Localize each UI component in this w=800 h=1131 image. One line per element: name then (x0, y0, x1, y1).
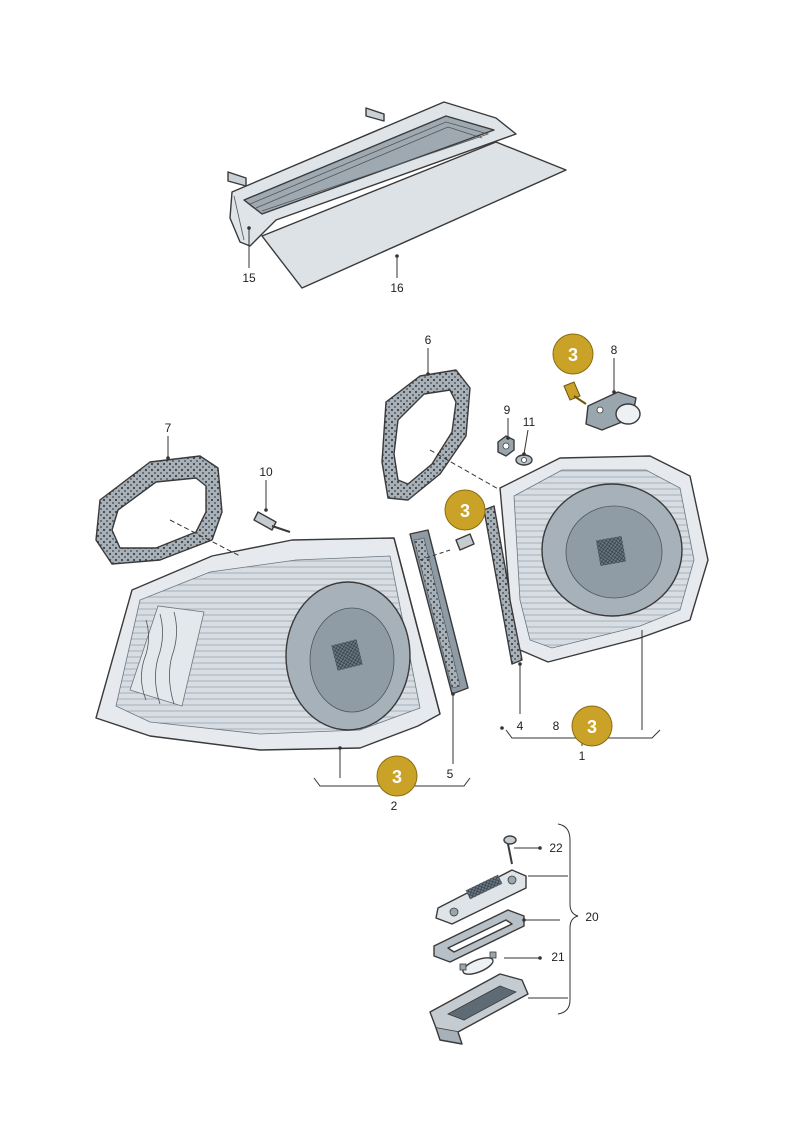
inner-light-gasket (381, 369, 471, 501)
callout-10: 10 (259, 465, 273, 479)
rear-light-outer-assembly (95, 537, 441, 751)
badge-outer-assembly: 3 (376, 755, 418, 797)
badge-inner-screw: 3 (444, 489, 486, 531)
callout-16: 16 (390, 281, 404, 295)
callout-1: 1 (579, 749, 586, 763)
callout-6: 6 (425, 333, 432, 347)
callout-22: 22 (549, 841, 563, 855)
callout-11: 11 (523, 415, 536, 429)
rear-light-inner-assembly (499, 455, 709, 663)
callout-9: 9 (504, 403, 511, 417)
seal-strip (409, 529, 469, 695)
callout-labels: 15 16 6 7 8 9 11 10 4 8 1 5 2 22 20 21 (165, 271, 618, 964)
license-light-screw (503, 835, 517, 865)
small-screw (455, 533, 475, 551)
callout-15: 15 (242, 271, 256, 285)
callout-8-top: 8 (611, 343, 618, 357)
svg-text:3: 3 (392, 767, 402, 787)
brake-light-gasket (261, 141, 567, 289)
mounting-screw (253, 511, 291, 533)
inner-seal-strip (483, 505, 523, 665)
license-plate-light-lens (435, 869, 527, 925)
callout-7: 7 (165, 421, 172, 435)
badge-inner-assembly: 3 (571, 705, 613, 747)
callout-4: 4 (517, 719, 524, 733)
license-plate-light-seal (433, 909, 525, 963)
outer-light-gasket (95, 455, 223, 565)
high-mount-brake-light (227, 101, 517, 247)
callout-20: 20 (585, 910, 599, 924)
svg-text:3: 3 (568, 345, 578, 365)
callout-2: 2 (391, 799, 398, 813)
festoon-bulb (459, 951, 497, 975)
gold-screw (563, 381, 581, 401)
washer-nut (515, 454, 533, 466)
badge-bulb-holder: 3 (552, 333, 594, 375)
license-plate-light-housing (429, 973, 529, 1045)
callout-5: 5 (447, 767, 454, 781)
callout-8-bottom: 8 (553, 719, 560, 733)
reference-badges: 3 3 3 3 (376, 333, 613, 797)
bulb-holder (585, 391, 641, 431)
hex-nut (497, 435, 515, 457)
svg-text:3: 3 (460, 501, 470, 521)
callout-21: 21 (551, 950, 565, 964)
svg-text:3: 3 (587, 717, 597, 737)
